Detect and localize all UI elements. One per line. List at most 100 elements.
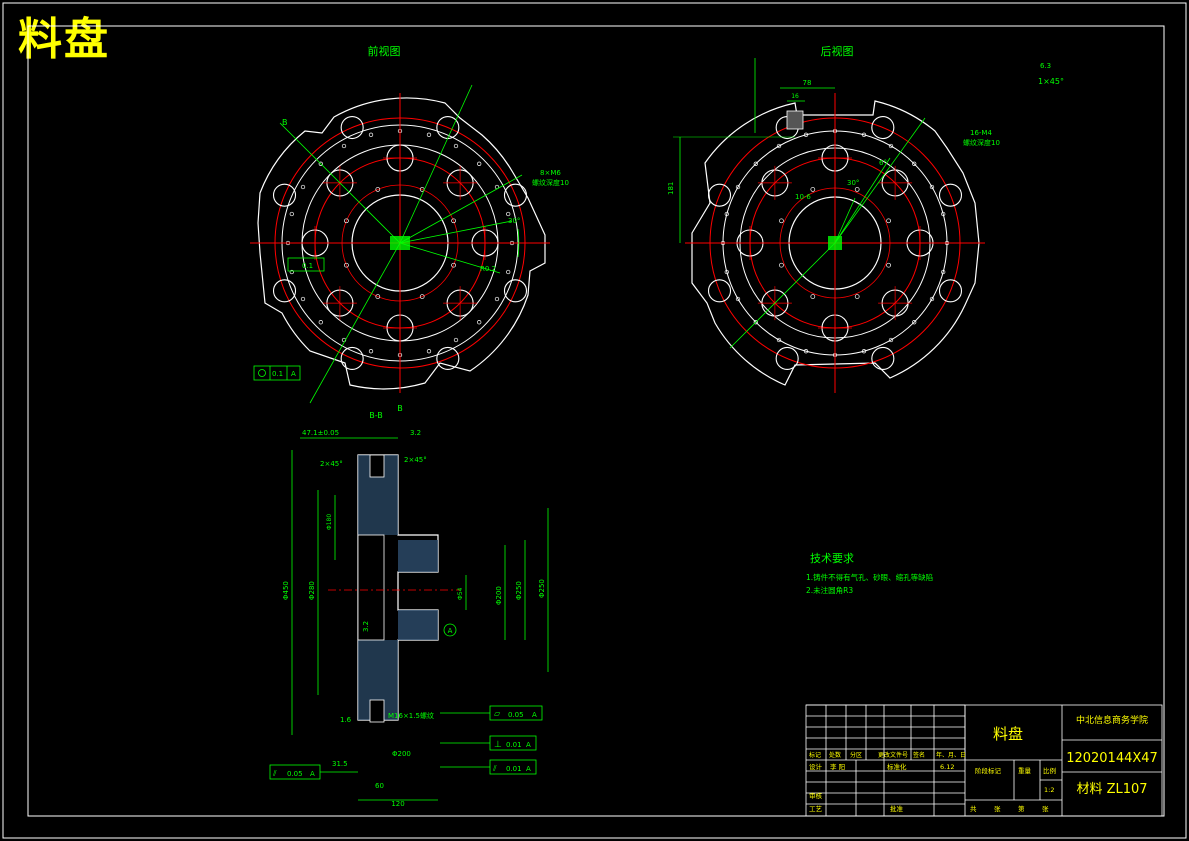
rear-outer-hole [871,115,895,140]
flatness-icon: ▱ [494,709,501,718]
front-small-hole [300,184,306,190]
rear-small-hole [861,132,867,137]
front-tol-2-value: 0.1 [302,262,313,270]
front-view-label: 前视图 [368,44,401,58]
front-tol-frame [253,365,301,381]
front-small-hole [506,211,511,217]
rear-small-hole [735,296,741,302]
front-leader-3 [399,220,513,244]
rear-small-hole [803,132,809,137]
rear-small-hole [861,349,867,354]
tol-flat-datum: A [532,711,537,719]
rear-small-hole [941,269,946,275]
dim-d1: Φ450 [282,581,290,600]
front-inner-small-hole [375,187,381,192]
front-small-hole [426,349,432,354]
rear-outer-hole [707,183,732,207]
front-small-hole [453,337,459,343]
rear-inner-small-hole [854,294,860,299]
dim-chamfer-left: 2×45° [320,460,343,468]
dim-60: 60 [375,782,384,790]
tb-header-cell: 更改文件号 [878,751,908,759]
rear-small-hole [753,320,758,325]
front-small-hole [289,211,294,217]
rear-leader-1 [834,117,926,244]
dim-top: 47.1±0.05 [302,429,339,437]
rear-dim-181: 181 [667,182,675,195]
front-leader-1 [399,84,473,244]
rear-small-hole [753,161,758,166]
tb-cell: 标准化 [887,762,907,771]
runout-icon-left: ⫽ [272,769,277,778]
rear-outer-hole [775,346,799,371]
front-small-hole [318,161,323,166]
tol-perp-value: 0.01 [506,741,522,749]
dim-200: Φ200 [392,750,411,758]
front-small-hole [477,320,482,325]
rear-dim-16: 16 [791,93,799,100]
front-small-hole [368,132,374,137]
dim-315: 31.5 [332,760,348,768]
rear-inner-small-hole [854,187,860,192]
section-view: Φ450 Φ280 Φ180 Φ200 Φ250 Φ250 Φ54 47.1±0… [269,429,549,808]
rear-leader-3 [729,242,836,349]
datum-a-label: A [448,627,453,635]
rear-inner-small-hole [810,294,816,299]
rear-outer-hole [871,346,895,371]
rear-hole-note-1: 16-M4 [970,129,992,137]
rear-inner-small-hole [886,218,891,224]
front-ref-label: R0.2 [480,265,496,273]
dim-d3: Φ180 [326,514,333,530]
rear-view-label: 后视图 [821,44,854,58]
front-outer-hole [436,346,460,371]
tb-cell: 李 阳 [830,762,845,771]
rear-roughness: 6.3 [1040,62,1051,70]
dim-r: 3.2 [410,429,421,437]
dim-d2: Φ280 [308,581,316,600]
front-small-hole [341,143,347,149]
front-view: 8×M6 螺纹深度10 30° R0.2 B 0.1 A 0.1 [250,84,569,404]
tol-runout-right-value: 0.01 [506,765,522,773]
tb-sheet-char: 共 [970,804,977,813]
front-angle-label: 30° [508,217,520,225]
tech-req-item-2: 2.未注圆角R3 [806,585,853,595]
drawing-title: 料盘 [18,14,110,65]
rear-small-hole [724,269,729,275]
dim-d7: Φ54 [457,587,464,600]
tb-header-cell: 分区 [850,751,862,759]
section-hatch-flange-bottom [398,610,438,640]
section-title: B-B [369,411,383,420]
tb-cell: 6.12 [940,763,954,771]
front-small-hole [368,349,374,354]
tol-runout-left-value: 0.05 [287,770,303,778]
tol-perp-datum: A [526,741,531,749]
front-hole-note-2: 螺纹深度10 [532,178,569,187]
dim-thread: M16×1.5螺纹 [388,711,434,720]
front-leader-2 [399,174,523,244]
tb-cell: 批准 [890,804,904,813]
dim-8: 1.6 [340,716,352,724]
front-small-hole [506,269,511,275]
rear-small-hole [776,143,782,149]
dim-d5: Φ250 [515,581,523,600]
tb-weight-label: 重量 [1018,767,1032,775]
dim-bottom: 120 [391,800,404,808]
front-outer-hole [272,279,297,303]
tb-sheet-char: 第 [1018,804,1025,813]
front-outer-hole [340,346,364,371]
front-outer-hole [272,183,297,207]
front-tol-frame-2 [287,257,325,272]
tb-cell: 设计 [809,762,823,771]
rear-small-hole [724,211,729,217]
runout-icon-right: ⫽ [492,764,497,773]
section-hole-top [369,454,385,478]
tb-cell: 审核 [809,791,823,800]
rear-hole-note-2: 螺纹深度10 [963,138,1000,147]
rear-view: 30° 6° 10-6 16-M4 螺纹深度10 181 78 16 [667,58,1000,393]
tol-runout-left-datum: A [310,770,315,778]
front-small-hole [477,161,482,166]
dim-d4: Φ200 [495,586,503,605]
rear-small-hole [912,161,917,166]
front-small-hole [289,269,294,275]
